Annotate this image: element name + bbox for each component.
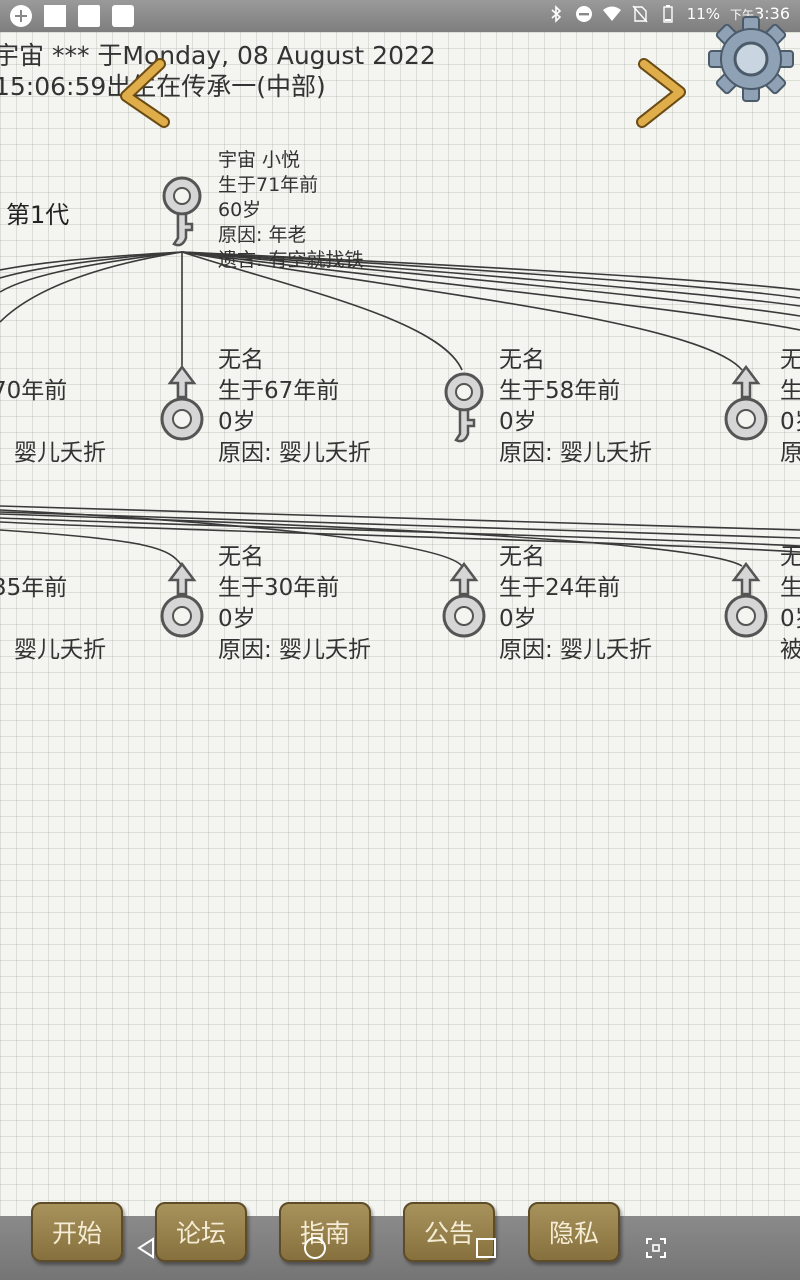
back-icon[interactable]	[134, 1236, 158, 1260]
battery-percent: 11%	[686, 4, 721, 23]
start-button[interactable]: 开始	[31, 1202, 123, 1262]
row2-partial-born: 35年前	[0, 575, 68, 601]
child-reason: 原因: 婴儿夭折	[499, 637, 653, 663]
child-reason: 原因: 婴儿夭折	[218, 440, 372, 466]
generation-label: 第1代	[6, 201, 70, 229]
male-symbol-icon[interactable]	[722, 365, 770, 445]
child-reason: 被	[780, 637, 800, 663]
square-icon	[44, 5, 66, 27]
child-age: 0岁	[499, 606, 537, 632]
row2-partial-reason: 婴儿夭折	[14, 637, 106, 663]
previous-arrow-button[interactable]	[112, 58, 172, 130]
child-name: 无名	[499, 544, 545, 570]
child-name: 无	[780, 544, 800, 570]
next-arrow-button[interactable]	[632, 58, 692, 130]
photo-icon	[78, 5, 100, 27]
child-born: 生于30年前	[218, 575, 340, 601]
child-born: 生	[780, 378, 800, 404]
child-born: 生于67年前	[218, 378, 340, 404]
child-name: 无	[780, 347, 800, 373]
child-born: 生于24年前	[499, 575, 621, 601]
child-born: 生于58年前	[499, 378, 621, 404]
child-reason: 原	[780, 440, 800, 466]
female-symbol-icon[interactable]	[440, 368, 488, 448]
child-reason: 原因: 婴儿夭折	[218, 637, 372, 663]
bluetooth-icon	[551, 4, 561, 23]
add-circle-icon	[10, 5, 32, 27]
male-symbol-icon[interactable]	[158, 365, 206, 445]
recents-icon[interactable]	[474, 1236, 498, 1260]
row1-partial-born: 70年前	[0, 378, 68, 404]
dnd-icon	[575, 5, 592, 22]
system-navigation-bar	[0, 1216, 800, 1280]
root-age: 60岁	[218, 199, 262, 221]
no-sim-icon	[632, 5, 648, 22]
child-age: 0岁	[218, 606, 256, 632]
home-icon[interactable]	[303, 1236, 327, 1260]
female-symbol-icon[interactable]	[158, 172, 206, 252]
child-reason: 原因: 婴儿夭折	[499, 440, 653, 466]
child-name: 无名	[218, 544, 264, 570]
root-born: 生于71年前	[218, 174, 319, 196]
male-symbol-icon[interactable]	[440, 562, 488, 642]
forum-button[interactable]: 论坛	[155, 1202, 247, 1262]
child-age: 0岁	[780, 409, 800, 435]
row1-partial-reason: 婴儿夭折	[14, 440, 106, 466]
privacy-button[interactable]: 隐私	[528, 1202, 620, 1262]
child-name: 无名	[499, 347, 545, 373]
child-age: 0岁	[780, 606, 800, 632]
child-name: 无名	[218, 347, 264, 373]
child-age: 0岁	[499, 409, 537, 435]
root-reason: 原因: 年老	[218, 224, 307, 246]
male-symbol-icon[interactable]	[158, 562, 206, 642]
header-birth-line: 宇宙 *** 于Monday, 08 August 2022	[0, 41, 436, 70]
root-will: 遗言: 有空就找铁	[218, 249, 364, 271]
battery-icon	[663, 4, 673, 23]
screenshot-icon[interactable]	[644, 1236, 668, 1260]
wifi-icon	[602, 6, 621, 21]
child-age: 0岁	[218, 409, 256, 435]
announcement-button[interactable]: 公告	[403, 1202, 495, 1262]
family-tree-lines	[0, 251, 800, 567]
navigation-icon	[112, 5, 134, 27]
settings-gear-icon[interactable]	[706, 14, 796, 104]
child-born: 生	[780, 575, 800, 601]
header-birthplace-line: 15:06:59出生在传承一(中部)	[0, 72, 326, 101]
root-name: 宇宙 小悦	[218, 149, 301, 171]
status-bar: 11% 下午3:36	[0, 0, 800, 32]
male-symbol-icon[interactable]	[722, 562, 770, 642]
